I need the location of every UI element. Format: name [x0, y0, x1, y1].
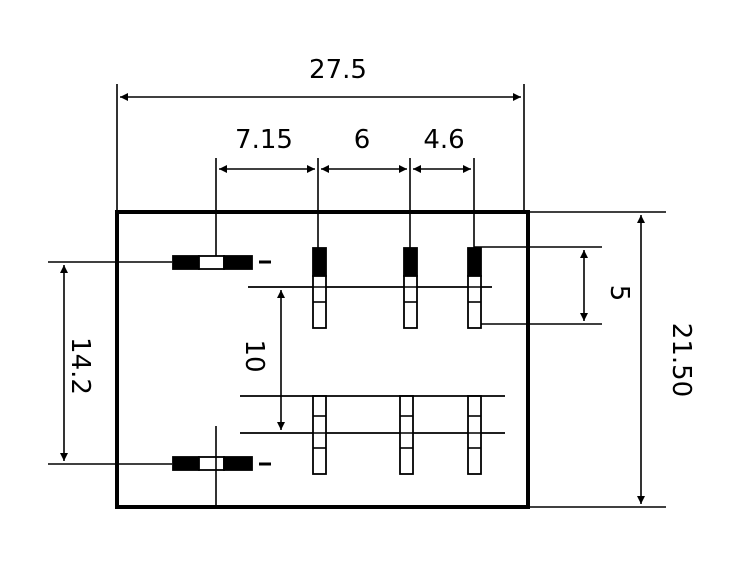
- side-pin-bottom: [172, 426, 271, 507]
- dimension-label-row-spacing: 10: [239, 339, 269, 372]
- dimension-label-pin-height: 5: [604, 285, 634, 302]
- upper-pin-3: [467, 247, 482, 329]
- dimension-overall-height: 21.50: [528, 211, 696, 508]
- dimension-label-side-spacing: 14.2: [65, 337, 95, 395]
- dimension-label-overall-width: 27.5: [309, 55, 367, 85]
- dimension-overall-width: 27.5: [116, 55, 525, 212]
- dimension-label-pitch-c: 4.6: [423, 125, 464, 155]
- upper-pin-2: [403, 247, 418, 329]
- upper-pin-1: [312, 247, 327, 329]
- dimension-side-spacing: 14.2: [48, 261, 172, 465]
- lower-pin-2: [399, 395, 414, 475]
- dimension-pin-height: 5: [474, 246, 634, 325]
- lower-pin-1: [312, 395, 327, 475]
- dimension-pitch-row: 7.15 6 4.6: [215, 125, 475, 262]
- dimension-label-overall-height: 21.50: [666, 323, 696, 397]
- side-pin-top: [172, 255, 271, 270]
- lower-pin-3: [467, 395, 482, 475]
- dimension-label-pitch-a: 7.15: [235, 125, 293, 155]
- dimension-label-pitch-b: 6: [354, 125, 371, 155]
